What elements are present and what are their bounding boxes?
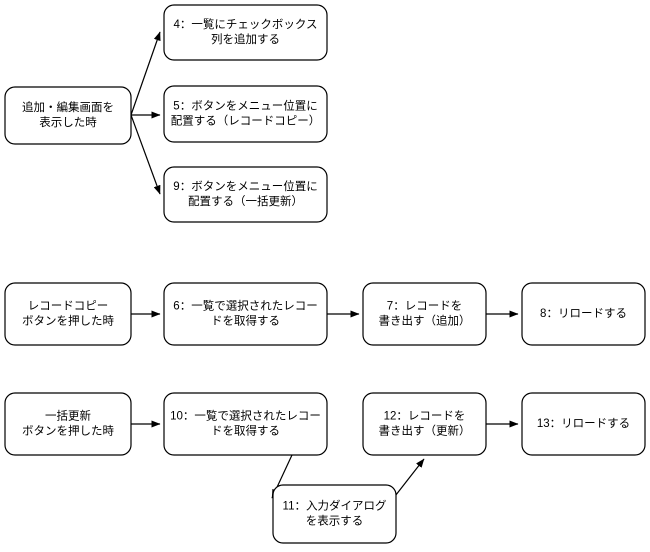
node-step-7-shape bbox=[362, 282, 487, 346]
edge-trigger-add-edit-to-step-9 bbox=[130, 114, 161, 195]
node-step-11-shape bbox=[272, 484, 397, 544]
node-trigger-record-copy-label-line-2: ボタンを押した時 bbox=[22, 314, 114, 328]
node-step-4-shape bbox=[163, 4, 328, 61]
node-step-10-label-line-2: ドを取得する bbox=[211, 425, 280, 438]
node-step-6-label-line-2: ドを取得する bbox=[211, 315, 280, 328]
node-step-9-shape bbox=[163, 166, 328, 223]
node-trigger-add-edit-label-line-1: 追加・編集画面を bbox=[22, 100, 114, 114]
node-step-8[interactable]: 8：リロードする bbox=[521, 282, 646, 346]
node-trigger-bulk-update-label-line-2: ボタンを押した時 bbox=[22, 424, 114, 438]
node-step-12-shape bbox=[362, 392, 487, 456]
node-step-7-label-line-1: 7：レコードを bbox=[387, 300, 462, 313]
node-step-12-label-line-2: 書き出す（更新） bbox=[379, 424, 471, 438]
node-trigger-record-copy-shape bbox=[4, 282, 132, 346]
node-step-13[interactable]: 13：リロードする bbox=[521, 392, 646, 456]
node-step-11-label-line-2: を表示する bbox=[306, 514, 364, 528]
node-step-9-label-line-1: 9：ボタンをメニュー位置に bbox=[173, 179, 317, 193]
node-trigger-add-edit-shape bbox=[4, 86, 132, 145]
node-trigger-bulk-update-shape bbox=[4, 392, 132, 456]
edge-trigger-add-edit-to-step-4 bbox=[130, 31, 161, 116]
edge-step-11-to-step-12 bbox=[391, 458, 425, 501]
node-trigger-record-copy-label-line-1: レコードコピー bbox=[28, 300, 109, 313]
node-step-13-label-line-1: 13：リロードする bbox=[537, 417, 630, 430]
node-step-4-label-line-2: 列を追加する bbox=[211, 32, 280, 46]
node-step-9-label-line-2: 配置する（一括更新） bbox=[188, 194, 303, 208]
node-step-7-label-line-2: 書き出す（追加） bbox=[379, 314, 471, 328]
node-step-8-label-line-1: 8：リロードする bbox=[540, 307, 627, 320]
node-step-6-label-line-1: 6：一覧で選択されたレコー bbox=[173, 299, 317, 313]
node-trigger-bulk-update-label-line-1: 一括更新 bbox=[45, 409, 91, 423]
node-step-5-shape bbox=[163, 85, 328, 143]
node-step-10-label-line-1: 10：一覧で選択されたレコー bbox=[170, 409, 321, 423]
node-step-10-shape bbox=[163, 392, 328, 456]
node-step-5-label-line-2: 配置する（レコードコピー） bbox=[171, 115, 321, 128]
node-step-11-label-line-1: 11：入力ダイアログ bbox=[283, 499, 387, 513]
node-step-6-shape bbox=[163, 282, 328, 346]
node-step-4-label-line-1: 4：一覧にチェックボックス bbox=[173, 18, 317, 31]
node-step-5-label-line-1: 5：ボタンをメニュー位置に bbox=[173, 99, 317, 113]
node-step-12-label-line-1: 12：レコードを bbox=[384, 410, 466, 423]
node-trigger-add-edit-label-line-2: 表示した時 bbox=[39, 115, 97, 129]
node-step-13-shape bbox=[521, 392, 646, 456]
node-step-8-shape bbox=[521, 282, 646, 346]
